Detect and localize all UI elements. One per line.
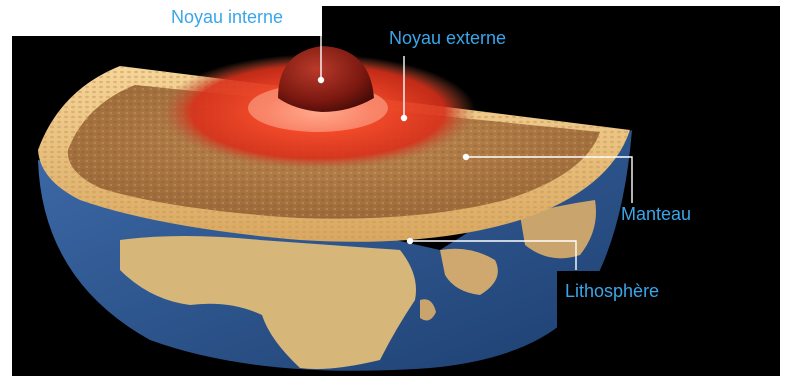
lithosphere-label-box (557, 271, 709, 331)
leader-inner-core-dot (319, 78, 324, 83)
leader-lithosphere-dot (408, 239, 413, 244)
label-mantle: Manteau (621, 204, 691, 224)
label-outer-core: Noyau externe (389, 28, 506, 48)
label-inner-core: Noyau interne (171, 7, 283, 27)
label-lithosphere: Lithosphère (565, 281, 659, 301)
leader-outer-core-dot (402, 116, 407, 121)
leader-mantle-dot (464, 155, 469, 160)
